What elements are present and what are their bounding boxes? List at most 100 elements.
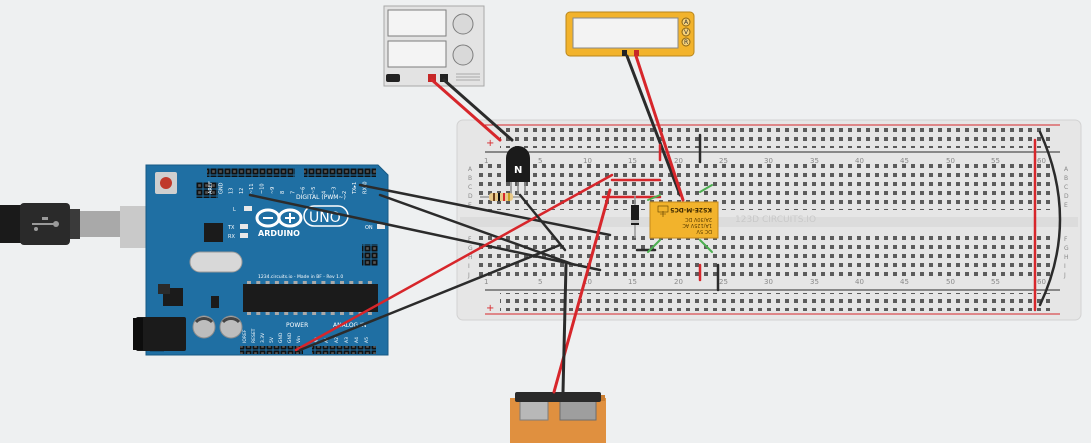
chip-pin (274, 312, 279, 315)
chip-pin (349, 312, 354, 315)
row-letter: J (1063, 272, 1066, 279)
row-letter: J (467, 272, 470, 279)
led-on (377, 224, 385, 229)
multimeter-mode-r-button[interactable] (681, 37, 691, 47)
atmega-chip (243, 284, 378, 312)
led-rx-label: RX (228, 234, 235, 240)
relay-rating-3: 2A/30V DC (684, 216, 712, 222)
chip-pin (340, 281, 344, 284)
column-number: 15 (628, 278, 637, 286)
power-pin-label: 3.3V (260, 332, 266, 343)
digital-pin-label: ~6 (301, 187, 307, 194)
power-pin-label: GND (278, 332, 284, 343)
chip-pin (321, 281, 326, 284)
analog-pin-label: A5 (364, 337, 370, 343)
chip-pin (330, 312, 335, 315)
power-switch[interactable] (386, 74, 400, 82)
digital-pin-label: 4 (321, 191, 327, 194)
digital-pin-label: ~9 (270, 187, 276, 194)
digital-pin-label: 8 (280, 191, 286, 194)
relay-rating-1: DC 5V (696, 228, 712, 234)
row-letter: E (1064, 202, 1068, 209)
wire-digital-2 (248, 193, 602, 272)
column-number: 25 (719, 157, 728, 165)
current-display (387, 40, 447, 68)
column-number: 45 (900, 278, 909, 286)
chip-pin (284, 281, 289, 284)
led-l (244, 206, 252, 211)
digital-pin-label: GND (218, 182, 224, 194)
terminal-strip-top (478, 164, 1050, 210)
column-number: 5 (538, 157, 542, 165)
row-letter: A (468, 166, 473, 173)
row-letter: B (468, 175, 472, 182)
led-tx (240, 224, 248, 229)
wire-supply-positive (430, 78, 502, 142)
column-number: 45 (900, 157, 909, 165)
multimeter-mode-a-button[interactable] (681, 17, 691, 27)
analog-header-label: ANALOG IN (333, 322, 366, 329)
row-letter: B (1064, 175, 1068, 182)
chip-pin (247, 281, 251, 284)
usb-chip (204, 223, 223, 242)
row-letter: C (468, 184, 472, 191)
row-letter: I (1064, 263, 1066, 270)
battery-9v (510, 392, 606, 443)
usb-icon (32, 217, 59, 231)
column-number: 60 (1037, 278, 1046, 286)
led-l-label: L (233, 207, 236, 213)
column-number: 1 (484, 278, 488, 286)
digital-pin-label: ~10 (260, 183, 266, 194)
digital-pin-label: 13 (229, 188, 235, 194)
multimeter: AVR (565, 11, 695, 57)
chip-pin (367, 312, 372, 315)
jumper-transistor-emitter (518, 193, 567, 252)
column-number: 30 (764, 157, 773, 165)
digital-pin-label: 2 (342, 191, 348, 194)
analog-pin-label: A4 (354, 337, 360, 343)
arduino-logo-text: ARDUINO (258, 229, 300, 238)
chip-pin (256, 281, 261, 284)
chip-pin (312, 281, 317, 284)
analog-pin-label: A2 (334, 337, 340, 343)
column-number: 30 (764, 278, 773, 286)
row-letter: C (1064, 184, 1068, 191)
row-letter: F (468, 236, 472, 243)
power-jack (136, 317, 186, 351)
row-letter: A (1064, 166, 1069, 173)
chip-pin (349, 281, 354, 284)
digital-pin-label: AREF (208, 181, 214, 194)
wire-5v (294, 173, 614, 352)
column-number: 25 (719, 278, 728, 286)
power-header (240, 346, 303, 354)
digital-header-right (304, 168, 376, 177)
rail-bridge-black (1038, 130, 1062, 307)
led-rx (240, 233, 248, 238)
transistor: N (506, 146, 530, 194)
chip-pin (247, 312, 251, 315)
reset-button-cap[interactable] (160, 177, 172, 189)
digital-pin-label: TX▸1 (352, 182, 358, 195)
arduino-logo (255, 208, 303, 228)
column-number: 20 (674, 157, 683, 165)
row-letter: H (1064, 254, 1069, 261)
multimeter-mode-v-button[interactable] (681, 27, 691, 37)
rail-plus-sign: + (486, 138, 494, 149)
diode (631, 196, 639, 238)
current-knob[interactable] (452, 44, 474, 66)
chip-pin (284, 312, 289, 315)
digital-pin-label: ~11 (249, 183, 255, 194)
chip-pin (293, 312, 298, 315)
digital-pin-label: ~3 (332, 187, 338, 194)
led-on-label: ON (365, 225, 373, 231)
chip-pin (330, 281, 335, 284)
transistor-label: N (514, 165, 522, 176)
row-letter: H (468, 254, 473, 261)
column-number: 60 (1037, 157, 1046, 165)
resistor (480, 193, 520, 201)
chip-pin (358, 281, 363, 284)
voltage-knob[interactable] (452, 13, 474, 35)
row-letter: D (1064, 193, 1069, 200)
multimeter-mode-label: R (684, 39, 688, 46)
